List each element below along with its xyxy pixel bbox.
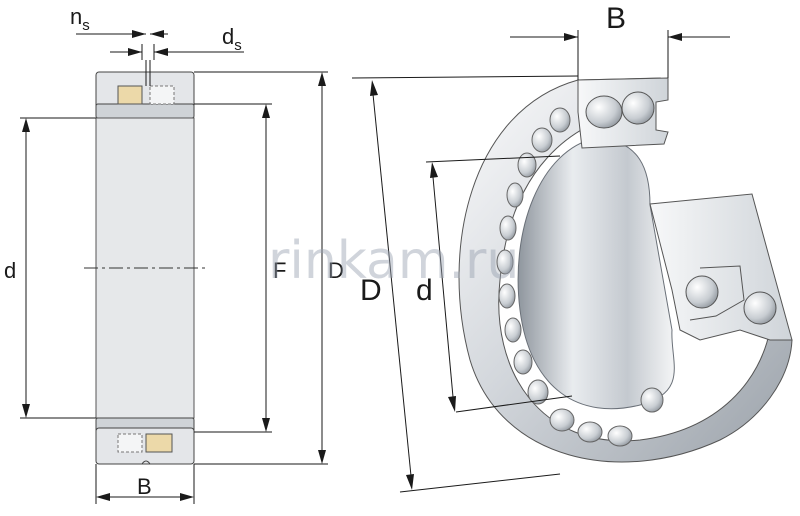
watermark: rinkam.ru <box>268 231 519 291</box>
roller-top-left <box>117 85 143 105</box>
bearing-3d-view: B D d <box>351 2 793 493</box>
label-3d-bore-d: d <box>416 274 433 307</box>
outer-ring-top <box>95 71 195 109</box>
outer-ring-bottom <box>95 427 195 465</box>
label-3d-outer-D: D <box>360 274 382 307</box>
right-roller-2 <box>743 291 777 325</box>
section-view: ns ds d F D B <box>4 4 344 504</box>
label-bore-d: d <box>4 258 16 283</box>
top-roller-2 <box>621 91 655 125</box>
label-ds: ds <box>222 24 242 54</box>
bore-3d <box>517 137 675 410</box>
roller-bottom-left <box>117 433 143 453</box>
inner-ring-top <box>95 103 195 119</box>
top-roller-1 <box>585 95 623 129</box>
roller-bottom-right <box>145 433 173 453</box>
roller-row <box>496 107 664 447</box>
roller-top-right <box>149 85 175 105</box>
right-roller-1 <box>685 275 719 309</box>
label-3d-width-B: B <box>606 2 626 35</box>
label-ns: ns <box>70 4 90 34</box>
label-width-B: B <box>137 474 152 499</box>
label-outer-D: D <box>328 258 344 283</box>
label-raceway-F: F <box>273 258 286 283</box>
